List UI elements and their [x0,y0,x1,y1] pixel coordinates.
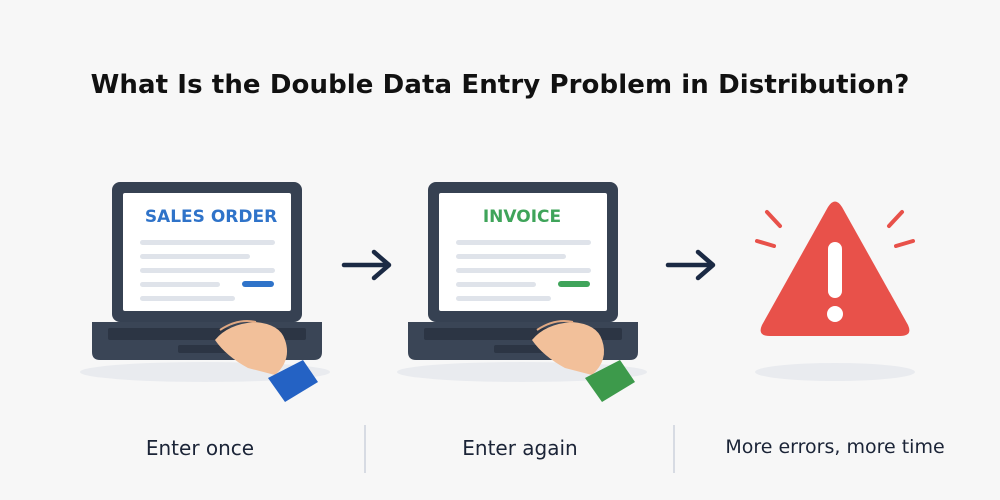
divider [364,425,366,473]
hand-icon [215,320,318,402]
divider [673,425,675,473]
hand-icon [532,320,635,402]
form-lines [456,240,591,301]
arrow-right-icon [665,249,716,281]
caption-enter-once: Enter once [145,436,255,460]
form-lines [140,240,275,301]
caption-more-errors: More errors, more time [725,436,945,458]
arrow-right-icon [341,249,392,281]
screen-label-invoice: INVOICE [483,207,561,227]
warning-triangle-icon [755,201,915,381]
screen-label-sales-order: SALES ORDER [145,207,277,227]
alert-rays [755,210,915,248]
caption-enter-again: Enter again [462,436,578,460]
exclamation-icon [827,242,843,322]
page-title: What Is the Double Data Entry Problem in… [90,70,910,100]
